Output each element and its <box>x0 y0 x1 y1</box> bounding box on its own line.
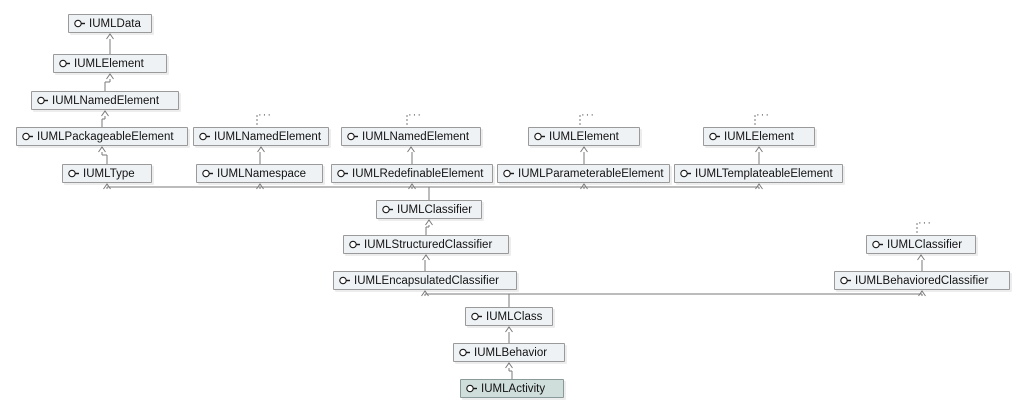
interface-icon <box>466 384 477 393</box>
uml-node-label: IUMLEncapsulatedClassifier <box>354 274 499 287</box>
uml-node-label: IUMLParameterableElement <box>518 167 664 180</box>
uml-node-iumlparameterableelement[interactable]: IUMLParameterableElement <box>497 164 670 183</box>
uml-node-iumlstructuredclassifier[interactable]: IUMLStructuredClassifier <box>343 235 509 254</box>
interface-icon <box>471 312 482 321</box>
uml-node-iumlclassifier[interactable]: IUMLClassifier <box>376 200 482 219</box>
uml-node-label: IUMLElement <box>74 57 144 70</box>
uml-node-iumlbehavioredclassifier[interactable]: IUMLBehavioredClassifier <box>834 271 1010 290</box>
ellipsis-marker: ··· <box>756 109 770 121</box>
interface-icon <box>337 169 348 178</box>
uml-node-iumltype[interactable]: IUMLType <box>62 164 152 183</box>
uml-node-iumldata[interactable]: IUMLData <box>68 14 152 33</box>
uml-node-iumlelement[interactable]: IUMLElement <box>53 54 167 73</box>
uml-node-iumlbehavior[interactable]: IUMLBehavior <box>453 343 565 362</box>
uml-node-label: IUMLRedefinableElement <box>352 167 484 180</box>
uml-node-iumlnamedelement[interactable]: IUMLNamedElement <box>193 127 329 146</box>
uml-node-iumlactivity[interactable]: IUMLActivity <box>460 379 564 398</box>
uml-node-label: IUMLClassifier <box>397 203 473 216</box>
interface-icon <box>202 169 213 178</box>
interface-icon <box>339 276 350 285</box>
ellipsis-marker: ··· <box>408 109 422 121</box>
uml-node-iumlredefinableelement[interactable]: IUMLRedefinableElement <box>331 164 493 183</box>
uml-node-label: IUMLPackageableElement <box>37 130 174 143</box>
uml-node-iumlnamedelement[interactable]: IUMLNamedElement <box>31 91 179 110</box>
uml-node-label: IUMLNamedElement <box>214 130 322 143</box>
interface-icon <box>459 348 470 357</box>
interface-icon <box>840 276 851 285</box>
uml-node-iumlencapsulatedclassifier[interactable]: IUMLEncapsulatedClassifier <box>333 271 517 290</box>
uml-node-label: IUMLNamedElement <box>52 94 160 107</box>
interface-icon <box>199 132 210 141</box>
uml-node-label: IUMLElement <box>724 130 794 143</box>
interface-icon <box>872 240 883 249</box>
ellipsis-marker: ··· <box>918 217 932 229</box>
uml-node-label: IUMLTemplateableElement <box>695 167 833 180</box>
uml-node-label: IUMLElement <box>549 130 619 143</box>
uml-node-label: IUMLActivity <box>481 382 546 395</box>
interface-icon <box>59 59 70 68</box>
uml-node-label: IUMLData <box>89 17 141 30</box>
uml-node-iumlclass[interactable]: IUMLClass <box>465 307 553 326</box>
interface-icon <box>37 96 48 105</box>
uml-node-iumlclassifier[interactable]: IUMLClassifier <box>866 235 976 254</box>
interface-icon <box>74 19 85 28</box>
interface-icon <box>349 240 360 249</box>
uml-node-iumltemplateableelement[interactable]: IUMLTemplateableElement <box>674 164 843 183</box>
uml-node-label: IUMLNamedElement <box>362 130 470 143</box>
uml-node-iumlelement[interactable]: IUMLElement <box>528 127 640 146</box>
ellipsis-marker: ··· <box>258 109 272 121</box>
interface-icon <box>382 205 393 214</box>
ellipsis-marker: ··· <box>581 109 595 121</box>
interface-icon <box>22 132 33 141</box>
uml-node-iumlnamedelement[interactable]: IUMLNamedElement <box>341 127 481 146</box>
uml-node-label: IUMLBehavior <box>474 346 548 359</box>
uml-node-iumlelement[interactable]: IUMLElement <box>703 127 815 146</box>
interface-icon <box>503 169 514 178</box>
uml-node-label: IUMLClass <box>486 310 543 323</box>
interface-icon <box>709 132 720 141</box>
interface-icon <box>534 132 545 141</box>
uml-node-label: IUMLStructuredClassifier <box>364 238 493 251</box>
interface-icon <box>68 169 79 178</box>
uml-node-label: IUMLClassifier <box>887 238 963 251</box>
interface-icon <box>680 169 691 178</box>
uml-node-label: IUMLNamespace <box>217 167 307 180</box>
interface-icon <box>347 132 358 141</box>
uml-node-iumlpackageableelement[interactable]: IUMLPackageableElement <box>16 127 188 146</box>
uml-node-label: IUMLType <box>83 167 135 180</box>
uml-node-iumlnamespace[interactable]: IUMLNamespace <box>196 164 323 183</box>
uml-node-label: IUMLBehavioredClassifier <box>855 274 989 287</box>
